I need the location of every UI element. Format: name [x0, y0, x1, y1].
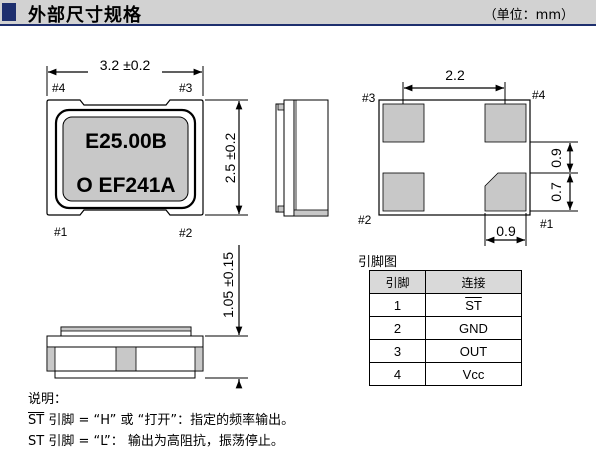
pad-height-label: 0.9 [548, 148, 564, 168]
table-row: 1 ST [369, 293, 522, 317]
pad-3 [382, 103, 425, 143]
note-signal-st-bar: ST [28, 413, 45, 428]
section-header: 外部尺寸规格 （单位：mm） [0, 0, 596, 26]
pin-table-title: 引脚图 [358, 255, 398, 270]
pad-width-label: 0.9 [496, 223, 516, 239]
note-line-1: ST 引脚 = “H” 或 “打开”：指定的频率输出。 [28, 410, 294, 431]
height-dimension-label: 2.5 ±0.2 [222, 133, 238, 184]
header-bar [0, 0, 596, 26]
table-row: 2 GND [369, 316, 522, 340]
pin-table-header-pin: 引脚 [369, 270, 426, 294]
pin-number: 1 [369, 293, 426, 317]
note-text-1: 引脚 = “H” 或 “打开”：指定的频率输出。 [44, 413, 295, 428]
table-row: 4 Vcc [369, 362, 522, 386]
pad-view: 2.2 0.9 0.7 0.9 #3 #4 #2 #1 [358, 67, 578, 246]
pad-pin-label-1: #1 [540, 217, 554, 231]
pad-pin-label-2: #2 [358, 213, 372, 227]
pin-connection: ST [425, 293, 522, 317]
pin-label-1: #1 [54, 225, 68, 239]
marking-line2: O EF241A [76, 174, 175, 197]
pad-gap-label: 0.7 [548, 182, 564, 202]
side-view-horizontal: 1.05 ±0.15 [46, 245, 248, 389]
marking-line1: E25.00B [85, 130, 167, 153]
pad-spacing-label: 2.2 [445, 67, 465, 83]
pin-connection: OUT [425, 339, 522, 363]
note-text-2: 引脚 = “L”： 输出为高阻抗，振荡停止。 [44, 434, 284, 449]
notes-title: 说明： [28, 392, 68, 407]
pin-table: 引脚 连接 1 ST 2 GND 3 OUT 4 Vcc [369, 270, 522, 386]
pin-number: 2 [369, 316, 426, 340]
table-row: 3 OUT [369, 339, 522, 363]
note-signal-st: ST [28, 434, 45, 449]
unit-label: （单位：mm） [483, 8, 574, 23]
pin-table-header-connection: 连接 [425, 270, 522, 294]
pin-number: 4 [369, 362, 426, 386]
pin-connection: GND [425, 316, 522, 340]
section-title: 外部尺寸规格 [28, 5, 142, 26]
pin-number: 3 [369, 339, 426, 363]
pin-label-2: #2 [179, 226, 193, 240]
thickness-dimension-label: 1.05 ±0.15 [220, 252, 236, 318]
pad-4 [484, 103, 527, 143]
note-line-2: ST 引脚 = “L”： 输出为高阻抗，振荡停止。 [28, 431, 294, 452]
pin-connection: Vcc [425, 362, 522, 386]
lid-marking-area [62, 116, 189, 202]
pad-pin-label-3: #3 [362, 91, 376, 105]
pad-1 [484, 172, 527, 212]
pad-2 [382, 172, 425, 212]
pad-pin-label-4: #4 [532, 88, 546, 102]
pin-label-4: #4 [52, 81, 66, 95]
notes: 说明： ST 引脚 = “H” 或 “打开”：指定的频率输出。 ST 引脚 = … [28, 389, 294, 452]
pin-label-3: #3 [179, 81, 193, 95]
top-view: 3.2 ±0.2 E25.00B O EF241A 2.5 ±0.2 #4 #3… [46, 57, 248, 240]
side-view-vertical [275, 99, 329, 217]
width-dimension-label: 3.2 ±0.2 [100, 57, 151, 73]
header-square-icon [2, 3, 16, 21]
